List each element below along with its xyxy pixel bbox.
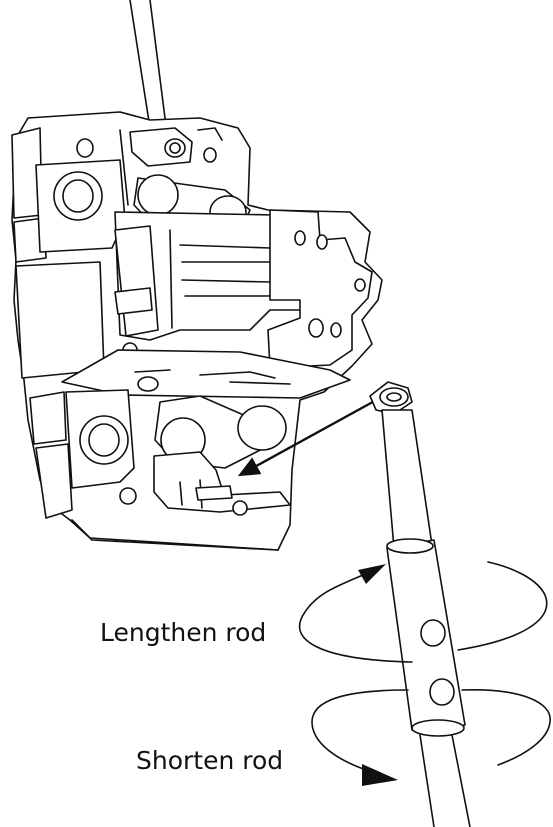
lengthen-rotation-arrow <box>298 561 548 663</box>
lengthen-rod-label: Lengthen rod <box>100 618 267 647</box>
insertion-arrow <box>237 396 381 477</box>
latch-assembly <box>11 111 383 551</box>
adjuster-rod <box>369 381 471 827</box>
upper-rod <box>129 0 167 129</box>
shorten-rotation-arrow <box>311 689 551 786</box>
shorten-rod-label: Shorten rod <box>136 746 284 775</box>
